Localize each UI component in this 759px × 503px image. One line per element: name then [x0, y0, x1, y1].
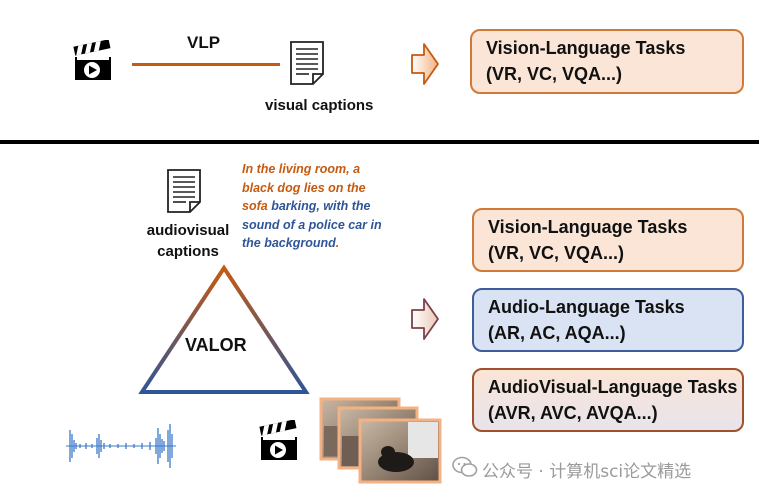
- document-icon: [290, 41, 324, 85]
- task-title: Audio-Language Tasks: [488, 297, 685, 317]
- vlp-label: VLP: [187, 33, 221, 52]
- arrow-right-icon: [411, 298, 439, 340]
- task-title: AudioVisual-Language Tasks: [488, 377, 738, 397]
- vision-language-tasks-box: Vision-Language Tasks (VR, VC, VQA...): [470, 29, 744, 94]
- vlp-connector-line: [132, 63, 280, 66]
- audiovisual-language-tasks-box: AudioVisual-Language Tasks (AVR, AVC, AV…: [472, 368, 744, 432]
- valor-label: VALOR: [185, 335, 247, 355]
- video-frames-icon: [319, 397, 442, 484]
- task-title: Vision-Language Tasks: [486, 38, 686, 58]
- clapperboard-icon: [73, 40, 111, 80]
- caption-visual-part: In the living room, a black dog lies on …: [242, 162, 366, 213]
- section-divider: [0, 140, 759, 144]
- arrow-right-icon: [411, 43, 439, 85]
- waveform-icon: [66, 424, 176, 468]
- audiovisual-captions-line2: captions: [157, 243, 219, 260]
- audiovisual-captions-line1: audiovisual: [146, 222, 230, 239]
- audiovisual-captions-label: audiovisual captions: [145, 220, 231, 262]
- watermark-text: 公众号 · 计算机sci论文精选: [482, 462, 692, 482]
- clapperboard-icon: [259, 420, 297, 460]
- task-title: Vision-Language Tasks: [488, 217, 688, 237]
- audio-language-tasks-box: Audio-Language Tasks (AR, AC, AQA...): [472, 288, 744, 352]
- wechat-icon: [452, 456, 478, 483]
- task-subtitle: (AVR, AVC, AVQA...): [488, 403, 658, 423]
- caption-audio-part: barking, with the sound of a police car …: [242, 199, 382, 250]
- vision-language-tasks-box: Vision-Language Tasks (VR, VC, VQA...): [472, 208, 744, 272]
- visual-captions-label: visual captions: [265, 97, 374, 114]
- caption-end: .: [335, 236, 340, 250]
- watermark: 公众号 · 计算机sci论文精选: [452, 456, 691, 483]
- example-caption: In the living room, a black dog lies on …: [242, 160, 382, 253]
- document-icon: [167, 169, 201, 213]
- task-subtitle: (AR, AC, AQA...): [488, 323, 626, 343]
- task-subtitle: (VR, VC, VQA...): [488, 243, 625, 263]
- valor-triangle: [138, 264, 310, 394]
- task-subtitle: (VR, VC, VQA...): [486, 64, 623, 84]
